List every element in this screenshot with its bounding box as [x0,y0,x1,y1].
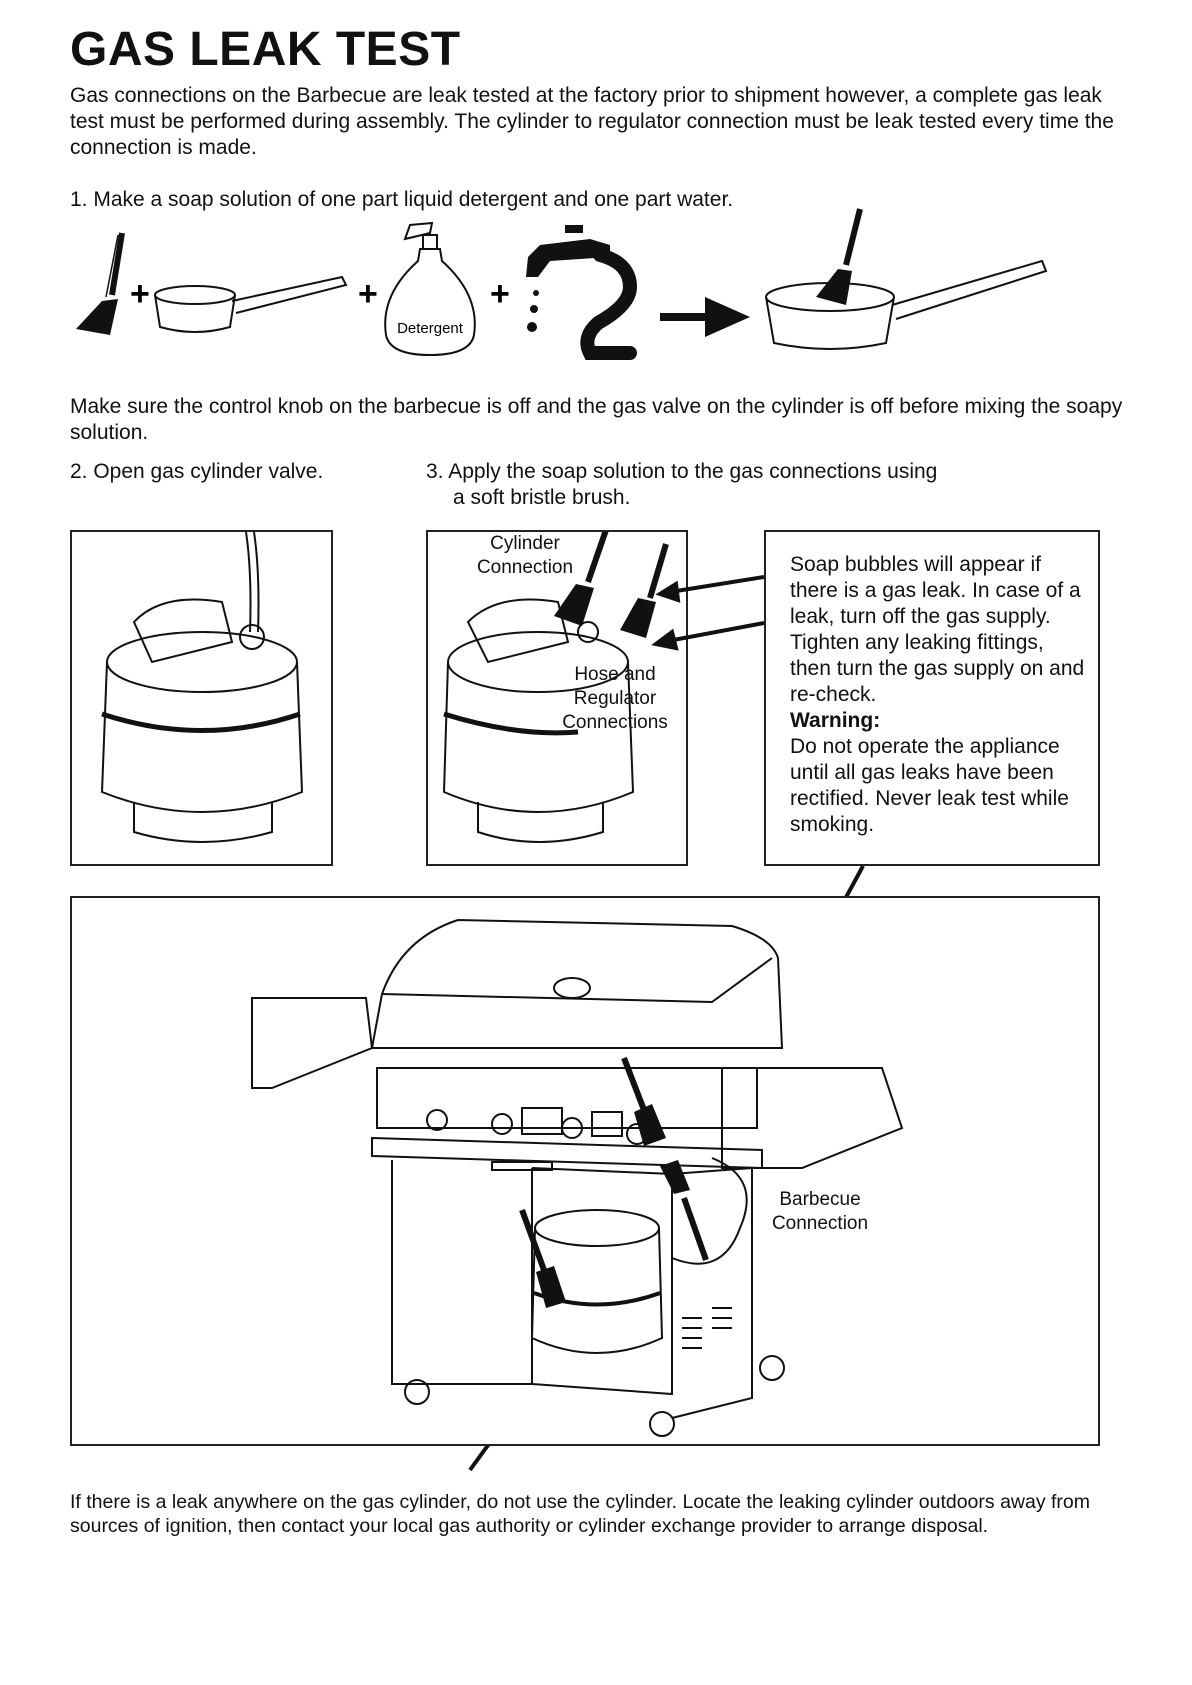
barbecue-icon [251,918,904,1437]
label-line: Cylinder [490,533,560,554]
arrow-right-icon [660,297,750,337]
label-line: Connection [476,557,574,578]
cylinder-illustration-box [70,530,333,866]
brush-icon [620,543,669,638]
step-2-text: 2. Open gas cylinder valve. [70,460,324,483]
brush-icon [519,1208,566,1308]
label-line: Connection [771,1213,869,1234]
footer-note: If there is a leak anywhere on the gas c… [70,1490,1091,1537]
connections-illustration-box [426,530,688,866]
detergent-bottle-icon [384,221,476,357]
label-line: Barbecue [779,1189,861,1210]
step-3-line-2: a soft bristle brush. [453,486,631,509]
plus-sign: + [358,275,378,313]
soap-mix-illustration: Detergent + + + [76,208,1048,360]
warning-box [764,530,1100,866]
gas-cylinder-icon [442,532,669,843]
plus-sign: + [130,275,150,313]
page-title: GAS LEAK TEST [70,23,461,76]
brush-icon [621,1056,666,1146]
gas-cylinder-icon [100,532,304,843]
label-line: Hose and [574,664,656,685]
label-line: Regulator [573,688,657,709]
plus-sign: + [490,275,510,313]
safety-note: Make sure the control knob on the barbec… [70,395,1123,444]
brush-icon [816,208,863,305]
barbecue-illustration-box [70,896,1100,1446]
leak-instructions: Soap bubbles will appear if there is a g… [790,553,1085,706]
warning-body: Do not operate the appliance until all g… [790,735,1069,836]
detergent-label: Detergent [397,320,464,337]
warning-heading: Warning: [790,709,881,732]
step-1-text: 1. Make a soap solution of one part liqu… [70,188,734,211]
brush-icon [660,1160,709,1262]
warning-text: Soap bubbles will appear if there is a g… [790,552,1090,838]
step-3-text: 3. Apply the soap solution to the gas co… [426,459,1026,511]
brush-icon [554,532,609,626]
label-line: Connections [562,712,668,733]
saucepan-icon [154,275,348,333]
water-tap-icon [526,225,638,360]
intro-paragraph: Gas connections on the Barbecue are leak… [70,84,1114,159]
brush-icon [76,232,125,335]
step-3-line-1: 3. Apply the soap solution to the gas co… [426,460,938,483]
